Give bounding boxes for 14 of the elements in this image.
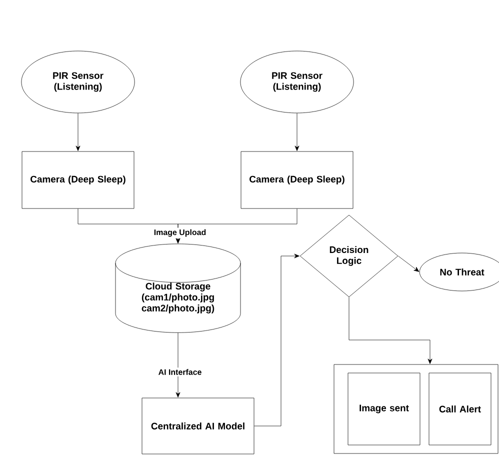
arrow — [254, 254, 300, 426]
alert-group-box — [334, 364, 498, 454]
camera-box: Camera (Deep Sleep) — [22, 151, 134, 209]
arrow — [176, 332, 180, 398]
arrow — [76, 113, 80, 151]
arrow — [348, 297, 432, 364]
arrow — [294, 113, 300, 151]
arrow — [176, 208, 298, 244]
model-box: Centralized AI Model — [142, 398, 254, 454]
arrow — [398, 256, 420, 272]
alert-box: Image sent — [348, 372, 420, 446]
storage-cylinder: Cloud Storage (cam1/photo.jpg cam2/photo.jpg) — [115, 244, 241, 333]
alert-box: Call Alert — [428, 372, 492, 446]
camera-box: Camera (Deep Sleep) — [240, 151, 354, 209]
